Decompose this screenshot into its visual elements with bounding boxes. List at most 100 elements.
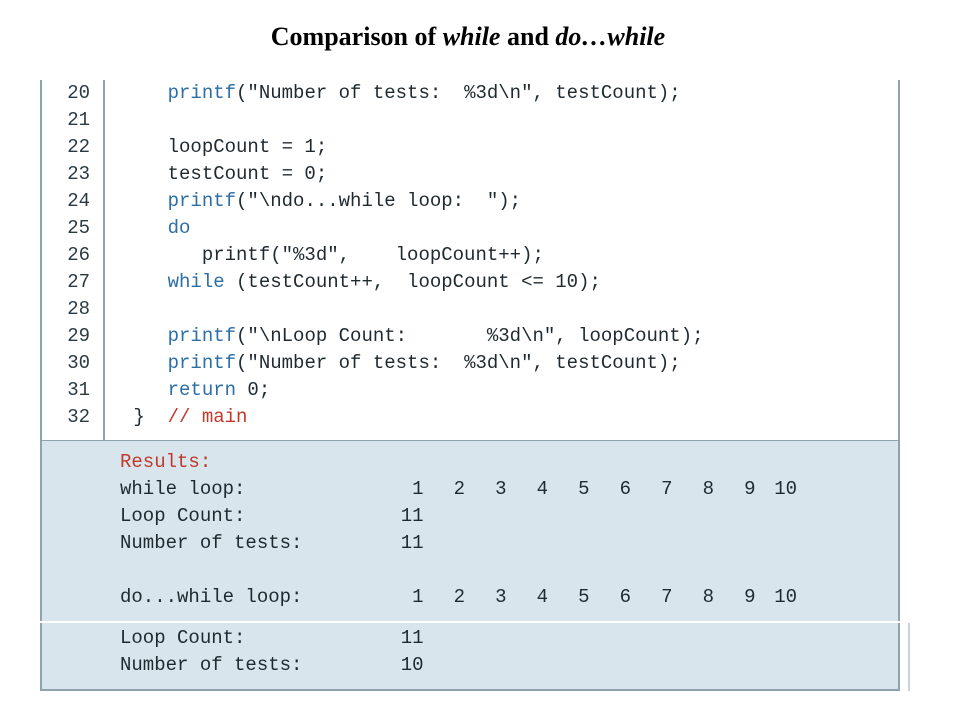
code-keyword: printf — [167, 190, 237, 212]
line-number: 21 — [67, 109, 90, 131]
results-spacer — [120, 557, 797, 584]
code-token — [122, 217, 168, 239]
code-keyword: do — [167, 217, 191, 239]
title-keyword-do-while: do…while — [555, 22, 666, 51]
code-token: 0; — [236, 379, 271, 401]
code-text: printf("\nLoop Count: %3d\n", loopCount)… — [122, 323, 704, 350]
code-text: } // main — [122, 404, 247, 431]
while-tests-value: 11 — [400, 532, 424, 554]
output-value: 6 — [619, 478, 631, 500]
output-value: 8 — [702, 586, 714, 608]
output-value: 7 — [661, 478, 673, 500]
line-number: 32 — [67, 406, 90, 428]
code-token: loopCount = 1; — [122, 136, 328, 158]
line-number: 31 — [67, 379, 90, 401]
slide-seam — [40, 621, 912, 623]
slide-title: Comparison of while and do…while — [0, 22, 936, 52]
line-number: 23 — [67, 163, 90, 185]
line-number: 26 — [67, 244, 90, 266]
while-loop-count-row: Loop Count: 11 — [120, 503, 797, 530]
line-number: 27 — [67, 271, 90, 293]
code-text: printf("%3d", loopCount++); — [122, 242, 544, 269]
while-loop-label: while loop: — [120, 478, 246, 500]
code-listing: 20 printf("Number of tests: %3d\n", test… — [40, 80, 900, 442]
while-loop-row: while loop: 1 2 3 4 5 6 7 8 9 10 — [120, 476, 797, 503]
code-text: loopCount = 1; — [122, 134, 328, 161]
code-token: ("\ndo...while loop: "); — [236, 190, 522, 212]
while-loop-count-value: 11 — [400, 505, 424, 527]
results-heading: Results: — [120, 451, 212, 473]
output-value: 4 — [536, 586, 548, 608]
code-token — [122, 271, 168, 293]
output-value: 5 — [578, 478, 590, 500]
output-value: 4 — [536, 478, 548, 500]
code-token — [122, 190, 168, 212]
line-number-divider — [103, 80, 105, 440]
code-text: do — [122, 215, 191, 242]
line-number: 30 — [67, 352, 90, 374]
line-number: 20 — [67, 82, 90, 104]
code-token — [122, 82, 168, 104]
output-value: 3 — [495, 586, 507, 608]
line-number: 24 — [67, 190, 90, 212]
do-while-loop-row: do...while loop: 1 2 3 4 5 6 7 8 9 10 — [120, 584, 797, 611]
while-tests-row: Number of tests: 11 — [120, 530, 797, 557]
output-value: 2 — [453, 478, 465, 500]
code-token: testCount = 0; — [122, 163, 328, 185]
do-while-count-label: Loop Count: — [120, 627, 246, 649]
code-keyword: return — [167, 379, 237, 401]
code-token: ("Number of tests: %3d\n", testCount); — [236, 352, 681, 374]
output-value: 9 — [744, 586, 756, 608]
code-comment: // main — [167, 406, 248, 428]
code-text: testCount = 0; — [122, 161, 328, 188]
do-while-count-value: 11 — [400, 627, 424, 649]
code-token: ("Number of tests: %3d\n", testCount); — [236, 82, 681, 104]
line-number: 25 — [67, 217, 90, 239]
output-value: 10 — [774, 586, 797, 608]
code-text: printf("\ndo...while loop: "); — [122, 188, 521, 215]
do-while-tests-value: 10 — [400, 654, 424, 676]
title-keyword-while: while — [442, 22, 501, 51]
results-text: Results: while loop: 1 2 3 4 5 6 7 8 9 10 Loop Cou… — [120, 449, 797, 679]
code-text: while (testCount++, loopCount <= 10); — [122, 269, 601, 296]
slide-edge — [908, 623, 910, 691]
do-while-tests-row: Number of tests: 10 — [120, 652, 797, 679]
do-while-count-row: Loop Count: 11 — [120, 625, 797, 652]
code-token: } — [122, 406, 168, 428]
line-number: 22 — [67, 136, 90, 158]
title-part-1: Comparison of — [270, 22, 443, 51]
results-output: Results: while loop: 1 2 3 4 5 6 7 8 9 10 Loop Cou… — [40, 441, 900, 691]
output-value: 5 — [578, 586, 590, 608]
code-keyword: printf — [167, 82, 237, 104]
while-tests-label: Number of tests: — [120, 532, 303, 554]
code-text: printf("Number of tests: %3d\n", testCou… — [122, 350, 681, 377]
code-token — [122, 379, 168, 401]
do-while-loop-values: 1 2 3 4 5 6 7 8 9 10 — [382, 584, 797, 611]
output-value: 8 — [702, 478, 714, 500]
line-number: 29 — [67, 325, 90, 347]
while-loop-count-label: Loop Count: — [120, 505, 246, 527]
code-token: ("\nLoop Count: %3d\n", loopCount); — [236, 325, 704, 347]
code-keyword: while — [167, 271, 225, 293]
code-token: printf("%3d", loopCount++); — [122, 244, 544, 266]
do-while-loop-label: do...while loop: — [120, 586, 303, 608]
output-value: 3 — [495, 478, 507, 500]
output-value: 6 — [619, 586, 631, 608]
code-text: printf("Number of tests: %3d\n", testCou… — [122, 80, 681, 107]
title-part-3: and — [500, 22, 556, 51]
while-loop-values: 1 2 3 4 5 6 7 8 9 10 — [382, 476, 797, 503]
output-value: 7 — [661, 586, 673, 608]
code-token: (testCount++, loopCount <= 10); — [224, 271, 601, 293]
code-keyword: printf — [167, 325, 237, 347]
code-token — [122, 325, 168, 347]
code-token — [122, 352, 168, 374]
output-value: 1 — [412, 586, 424, 608]
code-keyword: printf — [167, 352, 237, 374]
code-text: return 0; — [122, 377, 271, 404]
line-number: 28 — [67, 298, 90, 320]
output-value: 1 — [412, 478, 424, 500]
output-value: 9 — [744, 478, 756, 500]
output-value: 2 — [453, 586, 465, 608]
do-while-tests-label: Number of tests: — [120, 654, 303, 676]
output-value: 10 — [774, 478, 797, 500]
